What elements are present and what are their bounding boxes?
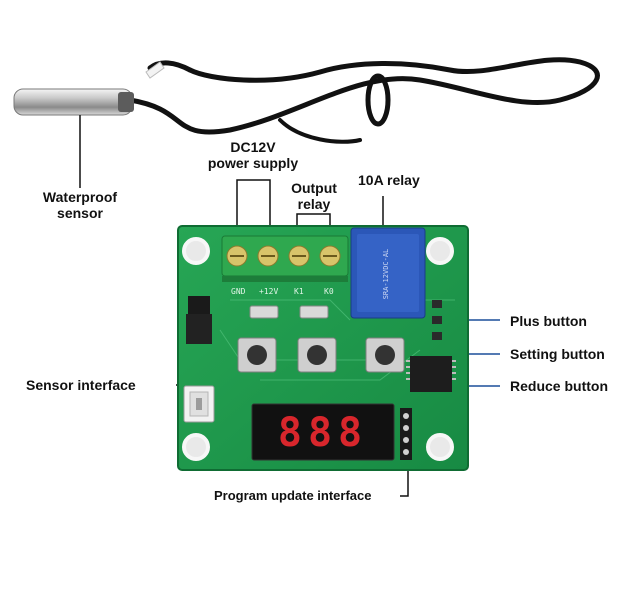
label-10a-relay: 10A relay xyxy=(358,172,420,188)
terminal-silkscreen: GND +12V K1 K0 xyxy=(231,287,334,296)
label-setting-button: Setting button xyxy=(510,346,605,362)
terminal-screw-4 xyxy=(319,245,341,267)
label-waterproof-sensor-line2: sensor xyxy=(57,205,103,221)
led-display: 888 xyxy=(251,403,395,461)
label-reduce-button: Reduce button xyxy=(510,378,608,394)
callout-dc12v xyxy=(236,179,271,262)
label-dc12v-line1: DC12V xyxy=(230,139,276,155)
reduce-button[interactable] xyxy=(237,337,277,373)
silk-gnd: GND xyxy=(231,287,246,296)
silk-k0: K0 xyxy=(324,287,334,296)
label-dc12v-line2: power supply xyxy=(207,155,299,171)
label-waterproof-sensor: Waterproof sensor xyxy=(20,189,140,221)
silk-12v: +12V xyxy=(259,287,278,296)
program-header-pins xyxy=(400,408,412,460)
setting-button[interactable] xyxy=(365,337,405,373)
sensor-interface-connector xyxy=(183,385,215,423)
label-dc12v: DC12V power supply xyxy=(198,139,308,171)
smd-components xyxy=(186,296,456,392)
silk-k1: K1 xyxy=(294,287,304,296)
terminal-screw-1 xyxy=(226,245,248,267)
label-program-update-interface: Program update interface xyxy=(214,488,372,503)
cable-tip-white xyxy=(145,61,165,79)
label-waterproof-sensor-line1: Waterproof xyxy=(42,189,118,205)
terminal-block xyxy=(221,235,349,282)
callout-program-update xyxy=(400,462,409,497)
label-sensor-interface: Sensor interface xyxy=(26,377,136,393)
display-digits: 888 xyxy=(278,410,368,456)
relay-model-text: SRA-12VDC-AL xyxy=(382,249,390,300)
terminal-screw-2 xyxy=(257,245,279,267)
label-plus-button: Plus button xyxy=(510,313,587,329)
label-output-relay: Output relay xyxy=(277,180,351,212)
plus-button[interactable] xyxy=(297,337,337,373)
relay-10a: SRA-12VDC-AL xyxy=(350,227,426,319)
label-output-relay-line1: Output xyxy=(291,180,337,196)
waterproof-sensor-probe xyxy=(13,88,134,116)
terminal-screw-3 xyxy=(288,245,310,267)
label-output-relay-line2: relay xyxy=(297,196,331,212)
sensor-cable xyxy=(127,57,600,144)
